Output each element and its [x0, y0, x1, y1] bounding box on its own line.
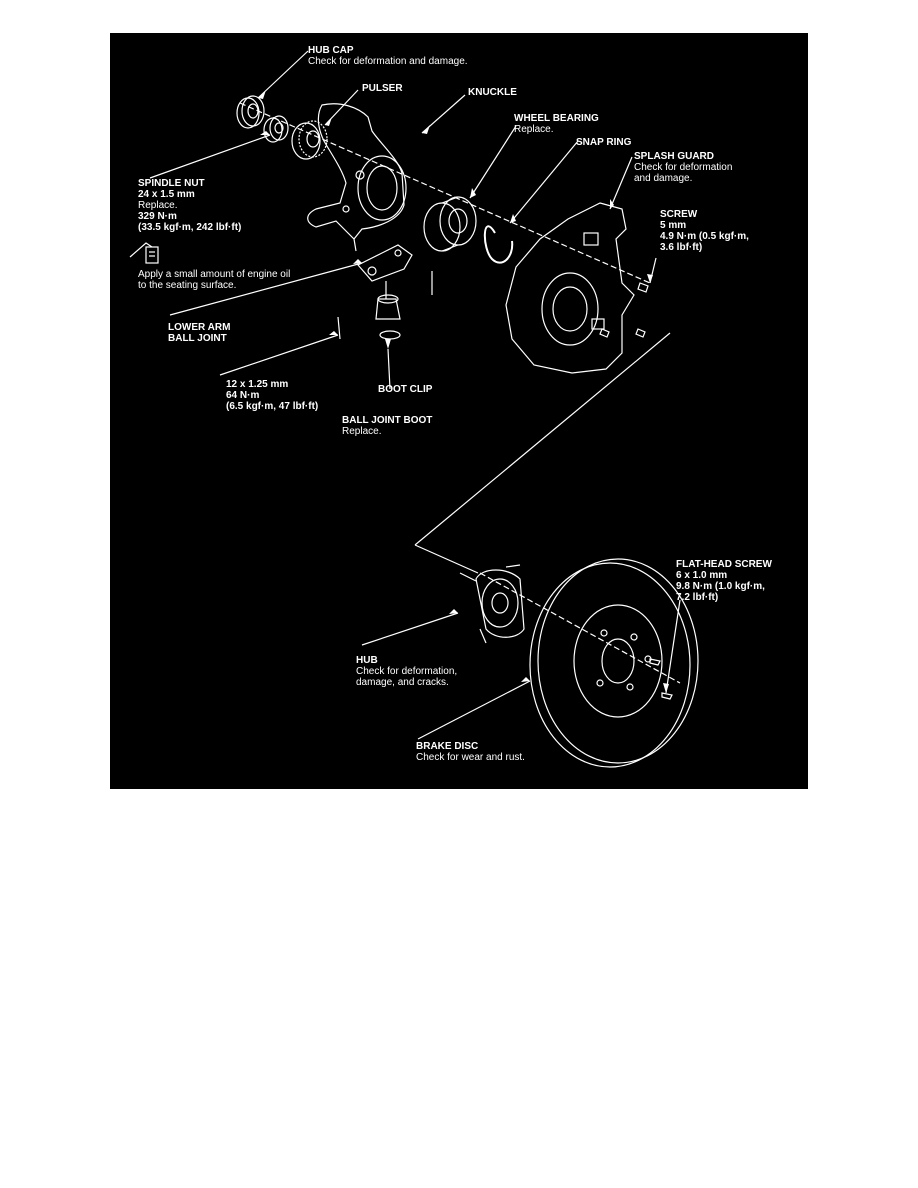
splash-guard-callout: SPLASH GUARD Check for deformation and d…	[634, 151, 732, 184]
spindle-nut-part	[263, 115, 289, 143]
exploded-diagram-panel: HUB CAP Check for deformation and damage…	[110, 33, 808, 789]
bolt-torque: 64 N·m	[226, 390, 260, 401]
hub-cap-part	[236, 95, 265, 129]
hub-title: HUB	[356, 655, 378, 666]
flat-head-screw-title: FLAT-HEAD SCREW	[676, 559, 772, 570]
spindle-nut-title: SPINDLE NUT	[138, 178, 205, 189]
flat-head-screw-torque: 9.8 N·m (1.0 kgf·m,	[676, 581, 765, 592]
boot-clip-callout: BOOT CLIP	[378, 384, 432, 395]
screw-parts	[599, 282, 649, 338]
knuckle-title: KNUCKLE	[468, 87, 517, 98]
bolt-torque-callout: 12 x 1.25 mm 64 N·m (6.5 kgf·m, 47 lbf·f…	[226, 379, 318, 412]
splash-guard-title: SPLASH GUARD	[634, 151, 715, 162]
pulser-part	[291, 120, 328, 160]
wheel-bearing-note: Replace.	[514, 124, 554, 135]
wheel-bearing-part	[423, 196, 477, 252]
snap-ring-part	[483, 225, 514, 264]
bolt-size: 12 x 1.25 mm	[226, 379, 289, 390]
hub-cap-note: Check for deformation and damage.	[308, 56, 468, 67]
ball-joint-title: BALL JOINT	[168, 333, 227, 344]
flat-head-screw-torque-alt: 7.2 lbf·ft)	[676, 592, 719, 603]
screw-size: 5 mm	[660, 220, 687, 231]
knuckle-part	[307, 103, 407, 252]
arrowheads	[258, 90, 669, 693]
engine-oil-note-2: to the seating surface.	[138, 280, 237, 291]
ball-joint-boot-part	[375, 294, 401, 340]
brake-disc-part	[529, 558, 699, 768]
lower-arm-ball-joint-part	[337, 244, 433, 340]
flat-head-screw-callout: FLAT-HEAD SCREW 6 x 1.0 mm 9.8 N·m (1.0 …	[676, 559, 772, 603]
hub-note-1: Check for deformation,	[356, 666, 458, 677]
brake-disc-title: BRAKE DISC	[416, 741, 479, 752]
screw-callout: SCREW 5 mm 4.9 N·m (0.5 kgf·m, 3.6 lbf·f…	[660, 209, 749, 253]
ball-joint-boot-note: Replace.	[342, 426, 382, 437]
snap-ring-title: SNAP RING	[576, 137, 632, 148]
hub-cap-callout: HUB CAP Check for deformation and damage…	[308, 45, 468, 67]
hub-note-2: damage, and cracks.	[356, 677, 449, 688]
pulser-title: PULSER	[362, 83, 403, 94]
hub-callout: HUB Check for deformation, damage, and c…	[356, 655, 457, 688]
brake-disc-callout: BRAKE DISC Check for wear and rust.	[416, 741, 525, 763]
pulser-callout: PULSER	[362, 83, 403, 94]
lower-arm-ball-joint-callout: LOWER ARM BALL JOINT	[168, 322, 230, 344]
leader-lines	[149, 50, 681, 740]
bolt-torque-alt: (6.5 kgf·m, 47 lbf·ft)	[226, 401, 319, 412]
wheel-bearing-callout: WHEEL BEARING Replace.	[514, 113, 599, 135]
spindle-nut-size: 24 x 1.5 mm	[138, 189, 195, 200]
knuckle-callout: KNUCKLE	[468, 87, 517, 98]
splash-guard-note-2: and damage.	[634, 173, 693, 184]
hub-cap-title: HUB CAP	[308, 45, 354, 56]
ball-joint-boot-title: BALL JOINT BOOT	[342, 415, 433, 426]
screw-torque: 4.9 N·m (0.5 kgf·m,	[660, 231, 749, 242]
snap-ring-callout: SNAP RING	[576, 137, 631, 148]
spindle-nut-replace: Replace.	[138, 200, 178, 211]
engine-oil-note-1: Apply a small amount of engine oil	[138, 269, 291, 280]
screw-torque-alt: 3.6 lbf·ft)	[660, 242, 703, 253]
engine-oil-callout: Apply a small amount of engine oil to th…	[138, 269, 290, 291]
ball-joint-boot-callout: BALL JOINT BOOT Replace.	[342, 415, 432, 437]
flat-head-screw-parts	[649, 658, 673, 700]
splash-guard-part	[505, 202, 635, 374]
flat-head-screw-size: 6 x 1.0 mm	[676, 570, 728, 581]
spindle-nut-callout: SPINDLE NUT 24 x 1.5 mm Replace. 329 N·m…	[138, 178, 241, 233]
splash-guard-note-1: Check for deformation	[634, 162, 733, 173]
brake-disc-note: Check for wear and rust.	[416, 752, 525, 763]
boot-clip-title: BOOT CLIP	[378, 384, 433, 395]
axis-jog	[414, 332, 671, 574]
exploded-diagram-art	[129, 50, 699, 768]
engine-oil-icon	[129, 242, 159, 264]
lower-arm-title: LOWER ARM	[168, 322, 231, 333]
wheel-bearing-title: WHEEL BEARING	[514, 113, 599, 124]
screw-title: SCREW	[660, 209, 698, 220]
hub-part	[459, 564, 525, 644]
spindle-nut-torque-alt: (33.5 kgf·m, 242 lbf·ft)	[138, 222, 242, 233]
spindle-nut-torque: 329 N·m	[138, 211, 177, 222]
